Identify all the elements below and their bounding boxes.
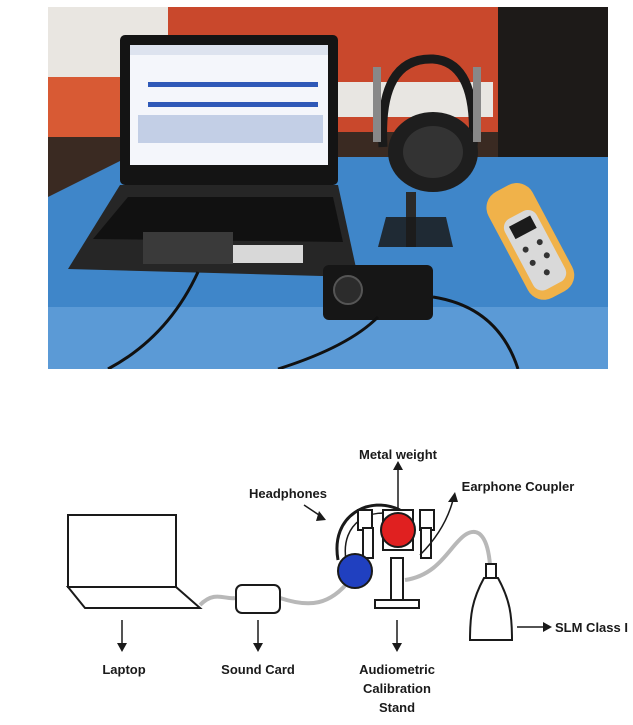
laptop-icon: [68, 35, 358, 277]
sound-level-meter-icon: [468, 563, 514, 641]
label-metal-weight: Metal weight: [359, 447, 438, 462]
arrow-earphone-coupler: [419, 499, 454, 556]
label-sound-card: Sound Card: [221, 662, 295, 677]
setup-photo: [48, 7, 608, 369]
headphones-icon: [378, 54, 478, 192]
cable-soundcard-headphones: [279, 578, 352, 606]
cable-laptop-soundcard: [198, 594, 236, 607]
ear-cup-icon: [337, 553, 373, 589]
label-slm: SLM Class I: [555, 620, 628, 635]
sound-card-icon: [323, 265, 433, 320]
metal-weight-icon: [380, 512, 416, 548]
cable-coupler-slm: [404, 529, 492, 582]
label-stand-line1: Audiometric: [359, 662, 435, 677]
label-earphone-coupler: Earphone Coupler: [462, 479, 575, 494]
setup-diagram: Metal weight Headphones Earphone Coupler…: [65, 447, 628, 715]
label-stand-line2: Calibration: [363, 681, 431, 696]
sound-card-icon: [235, 584, 281, 614]
calibration-stand-icon: [373, 67, 481, 247]
laptop-icon: [65, 514, 203, 609]
label-laptop: Laptop: [102, 662, 145, 677]
headphones-icon: [335, 503, 401, 561]
label-stand-line3: Stand: [379, 700, 415, 715]
label-headphones: Headphones: [249, 486, 327, 501]
sound-level-meter-icon: [486, 183, 575, 300]
